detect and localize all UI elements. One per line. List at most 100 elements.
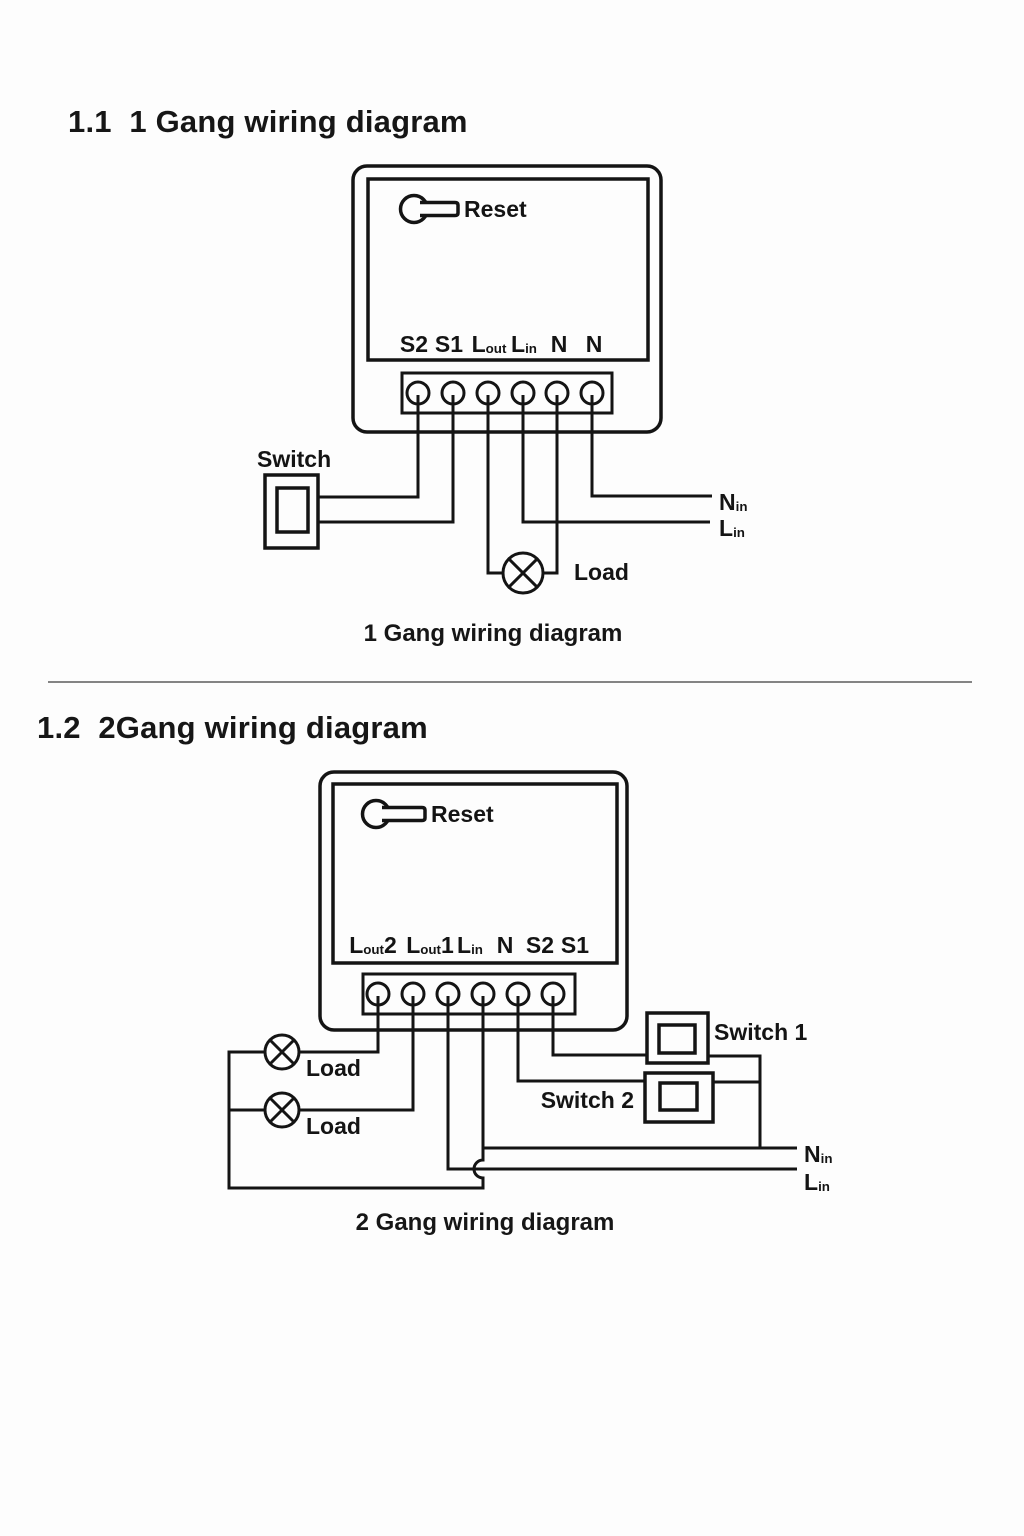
terminal-strip-body: [400, 371, 614, 415]
lamp-icon: [263, 1033, 301, 1071]
nin-source-label: Nin: [719, 489, 747, 516]
gang2-diagram: [227, 770, 797, 1190]
switch-outer-box: [643, 1071, 715, 1124]
load2-label: Load: [306, 1113, 361, 1139]
device-outer-box: [351, 164, 663, 434]
terminal-label-s2: S2: [526, 932, 554, 959]
lamp-cross: [268, 1038, 296, 1066]
terminal-label-main: S2: [525, 932, 555, 958]
terminal-label-n2: N: [586, 331, 603, 358]
terminal-label-tail: 1: [441, 932, 454, 958]
terminal-strip: [400, 371, 614, 415]
device-inner-panel: [366, 177, 650, 362]
gang1-caption: 1 Gang wiring diagram: [363, 620, 623, 647]
terminal-label-main: L: [471, 331, 486, 357]
terminal-strip-body: [361, 972, 577, 1016]
wire-s2-to-switch2: [516, 996, 645, 1083]
lamp-cross: [268, 1096, 296, 1124]
lamp-circle: [501, 551, 545, 595]
wire-s1-to-switch1: [551, 996, 647, 1057]
lin-source-label: Lin: [804, 1169, 830, 1196]
wire-switch-common: [708, 1054, 762, 1148]
terminal-label-s1: S1: [435, 331, 463, 358]
source-label-main: N: [719, 489, 736, 515]
nin-source-label: Nin: [804, 1141, 832, 1168]
terminal-label-lout1: Lout1: [406, 932, 454, 959]
reset-keyhole-slot: [420, 200, 460, 218]
source-label-sub: in: [735, 498, 748, 514]
device-inner-panel: [331, 782, 619, 965]
terminal-label-main: S2: [399, 331, 429, 357]
terminal-label-main: N: [550, 331, 568, 357]
terminal-label-main: L: [406, 932, 421, 958]
source-label-sub: in: [818, 1178, 830, 1194]
terminal-label-s1: S1: [561, 932, 589, 959]
wire-lin-source: [521, 395, 710, 524]
terminal-label-n: N: [497, 932, 514, 959]
load-label: Load: [574, 559, 629, 585]
wire-lout-to-load: [486, 395, 503, 575]
source-label-sub: in: [820, 1150, 833, 1166]
terminal-label-main: L: [457, 932, 472, 958]
terminal-label-main: S1: [560, 932, 590, 958]
lamp-circle: [263, 1033, 301, 1071]
terminal-label-s2: S2: [400, 331, 428, 358]
device-outer-box: [318, 770, 629, 1032]
switch-label: Switch: [257, 446, 332, 472]
section-divider: [48, 681, 972, 683]
wire-lout2-to-load1: [299, 996, 380, 1054]
switch2-label: Switch 2: [540, 1087, 634, 1113]
terminal-label-lin: Lin: [457, 932, 483, 959]
terminal-label-tail: 2: [384, 932, 397, 958]
source-label-main: L: [804, 1169, 819, 1195]
terminal-label-sub: in: [525, 340, 537, 356]
wire-n-source: [590, 395, 712, 498]
terminal-label-sub: out: [420, 941, 441, 957]
switch1-label: Switch 1: [714, 1019, 808, 1045]
wire-n-to-load: [543, 395, 559, 575]
wall-switch: [263, 473, 320, 550]
terminal-label-sub: out: [485, 340, 507, 356]
reset-keyhole-icon: [360, 798, 427, 830]
reset-keyhole-slot: [382, 805, 427, 823]
switch-outer-box: [645, 1011, 710, 1065]
terminal-label-main: L: [349, 932, 364, 958]
terminal-label-main: S1: [434, 331, 464, 357]
wire-n-to-loads-bus: [227, 1050, 485, 1190]
terminal-label-main: N: [585, 331, 603, 357]
reset-label: Reset: [431, 801, 494, 827]
terminal-label-n1: N: [551, 331, 568, 358]
switch-rocker: [658, 1081, 699, 1112]
lamp-cross: [507, 557, 539, 589]
terminal-label-lin: Lin: [511, 331, 537, 358]
load1-label: Load: [306, 1055, 361, 1081]
source-label-sub: in: [733, 524, 745, 540]
terminal-label-main: L: [511, 331, 526, 357]
wall-switch-2: [643, 1071, 715, 1124]
switch-rocker: [275, 486, 310, 534]
terminal-label-lout2: Lout2: [349, 932, 397, 959]
wire-s1-to-switch: [318, 395, 455, 524]
terminal-label-lout: Lout: [472, 331, 507, 358]
reset-keyhole-icon: [398, 193, 460, 225]
wire-lout1-to-load2: [299, 996, 415, 1112]
wire-lin-source: [446, 996, 797, 1171]
lin-source-label: Lin: [719, 515, 745, 542]
lamp-icon: [263, 1091, 301, 1129]
reset-label: Reset: [464, 196, 527, 222]
gang2-caption: 2 Gang wiring diagram: [355, 1209, 615, 1236]
switch-rocker: [657, 1023, 697, 1055]
wire-s2-to-switch: [318, 395, 420, 499]
lamp-circle: [263, 1091, 301, 1129]
section2-heading: 1.2 2Gang wiring diagram: [37, 710, 428, 745]
gang1-diagram: [263, 164, 712, 595]
source-label-main: L: [719, 515, 734, 541]
terminal-strip: [361, 972, 577, 1016]
switch-outer-box: [263, 473, 320, 550]
lamp-icon: [501, 551, 545, 595]
section1-heading: 1.1 1 Gang wiring diagram: [68, 104, 468, 139]
terminal-label-main: N: [496, 932, 514, 958]
source-label-main: N: [804, 1141, 821, 1167]
